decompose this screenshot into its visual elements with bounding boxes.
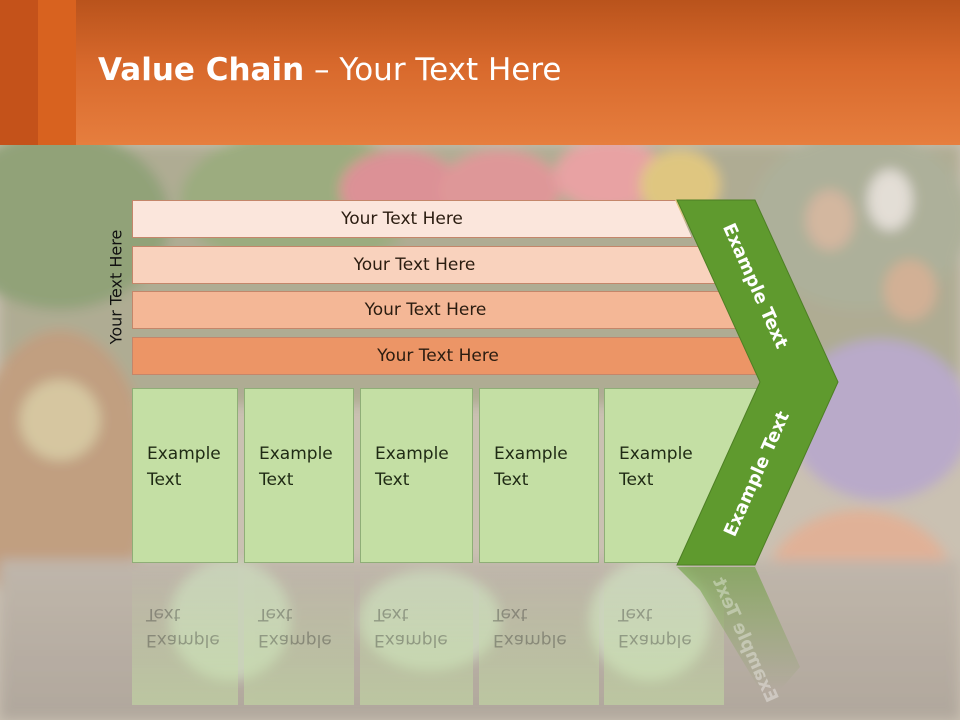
box-line1: Example	[375, 444, 449, 464]
box-line1: Example	[494, 444, 568, 464]
value-chain-bar[interactable]: Your Text Here	[132, 200, 692, 238]
chevron-shape[interactable]	[676, 199, 839, 566]
header-accent-band	[0, 0, 38, 145]
bar-label: Your Text Here	[364, 300, 487, 320]
example-box[interactable]: Example Text	[360, 388, 473, 563]
bar-label: Your Text Here	[353, 255, 476, 275]
example-box[interactable]: Example Text	[479, 388, 599, 563]
slide-header: Value Chain – Your Text Here	[0, 0, 960, 145]
box-line2: Text	[619, 470, 654, 490]
title-bold: Value Chain	[98, 52, 305, 88]
header-accent-band	[38, 0, 76, 145]
value-chain-bar[interactable]: Your Text Here	[132, 291, 739, 329]
value-chain-bar[interactable]: Your Text Here	[132, 246, 717, 284]
bar-label: Your Text Here	[377, 346, 499, 366]
box-line2: Text	[147, 470, 182, 490]
example-box[interactable]: Example Text	[132, 388, 238, 563]
slide-title[interactable]: Value Chain – Your Text Here	[98, 52, 561, 88]
box-line2: Text	[259, 470, 294, 490]
box-line1: Example	[259, 444, 333, 464]
box-line1: Example	[619, 444, 693, 464]
bar-label: Your Text Here	[341, 209, 463, 229]
box-line2: Text	[494, 470, 529, 490]
box-line1: Example	[147, 444, 221, 464]
chevron-reflection	[677, 567, 800, 690]
box-line2: Text	[375, 470, 410, 490]
value-chain-bar[interactable]: Your Text Here	[132, 337, 764, 375]
example-box[interactable]: Example Text	[244, 388, 354, 563]
title-rest: – Your Text Here	[304, 52, 562, 88]
